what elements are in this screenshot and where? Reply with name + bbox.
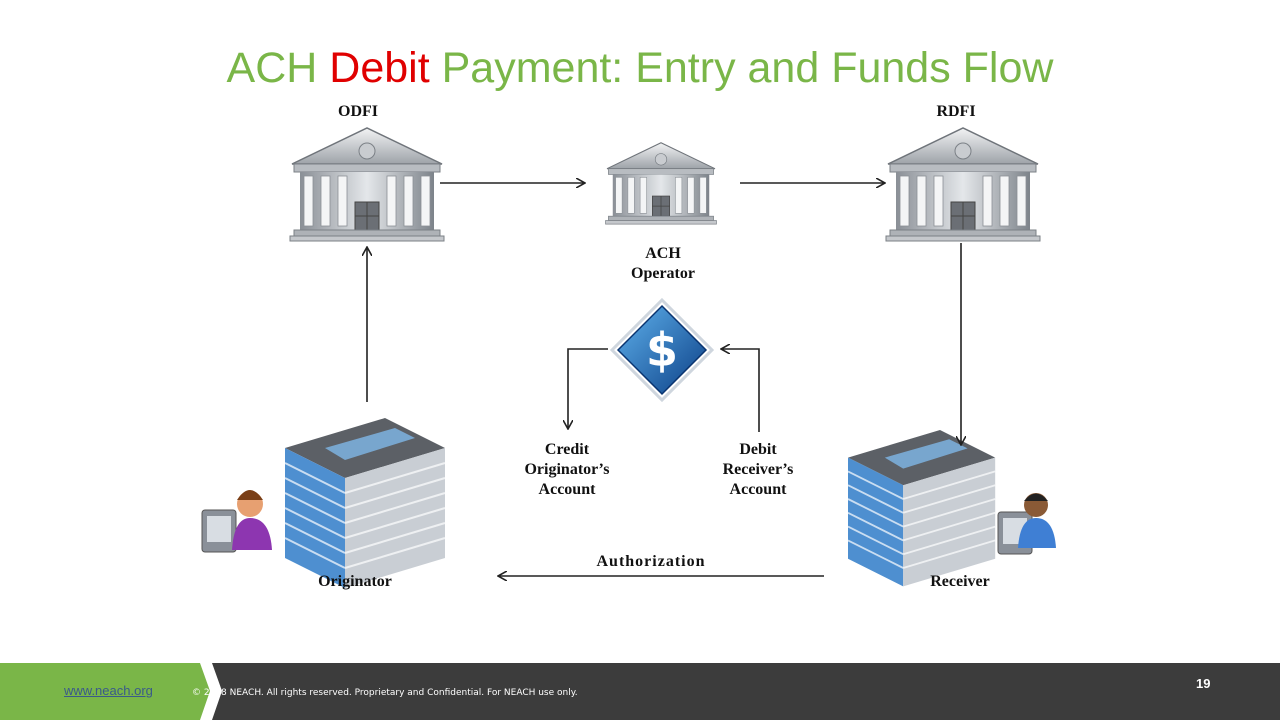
ach-operator-line-2: Operator: [631, 265, 695, 282]
copyright-notice: © 2018 NEACH. All rights reserved. Propr…: [192, 688, 578, 698]
credit-originator-account-label: Credit Originator’s Account: [508, 440, 626, 500]
ach-operator-line-1: ACH: [645, 245, 681, 262]
credit-line-1: Credit: [544, 441, 590, 458]
dollar-diamond-icon: $: [609, 297, 715, 403]
arrow-debit-to-dollar: [722, 349, 760, 432]
arrow-dollar-to-credit: [568, 348, 608, 428]
ach-operator-bank-icon: [605, 142, 717, 225]
credit-line-3: Account: [538, 481, 596, 498]
originator-office-icon: [284, 417, 446, 589]
originator-person-icon: [201, 490, 272, 553]
page-title: ACH Debit Payment: Entry and Funds Flow: [0, 44, 1280, 93]
receiver-office-icon: [847, 429, 997, 588]
ach-operator-label: ACH Operator: [610, 244, 716, 284]
title-highlight: Debit: [329, 44, 430, 92]
rdfi-label: RDFI: [936, 103, 976, 120]
title-part-1: ACH: [226, 44, 330, 92]
odfi-bank-icon: [289, 127, 445, 242]
footer-dark-band: [212, 663, 1280, 720]
debit-line-2: Receiver’s: [722, 461, 794, 478]
receiver-label: Receiver: [930, 573, 990, 590]
odfi-label: ODFI: [338, 103, 378, 120]
flow-arrows: [367, 183, 961, 576]
receiver-person-icon: [997, 493, 1056, 555]
rdfi-bank-icon: [885, 127, 1041, 242]
debit-line-3: Account: [729, 481, 787, 498]
debit-receiver-account-label: Debit Receiver’s Account: [704, 440, 812, 500]
flow-diagram: $: [201, 127, 1056, 589]
website-link[interactable]: www.neach.org: [64, 683, 153, 698]
debit-line-1: Debit: [739, 441, 777, 458]
title-part-2: Payment: Entry and Funds Flow: [429, 44, 1054, 92]
footer-green-band: [0, 663, 210, 720]
originator-label: Originator: [318, 573, 392, 590]
footer: www.neach.org © 2018 NEACH. All rights r…: [0, 663, 1280, 720]
svg-text:$: $: [646, 323, 678, 377]
authorization-label: Authorization: [596, 553, 706, 570]
credit-line-2: Originator’s: [524, 461, 610, 478]
page-number: 19: [1196, 676, 1211, 691]
